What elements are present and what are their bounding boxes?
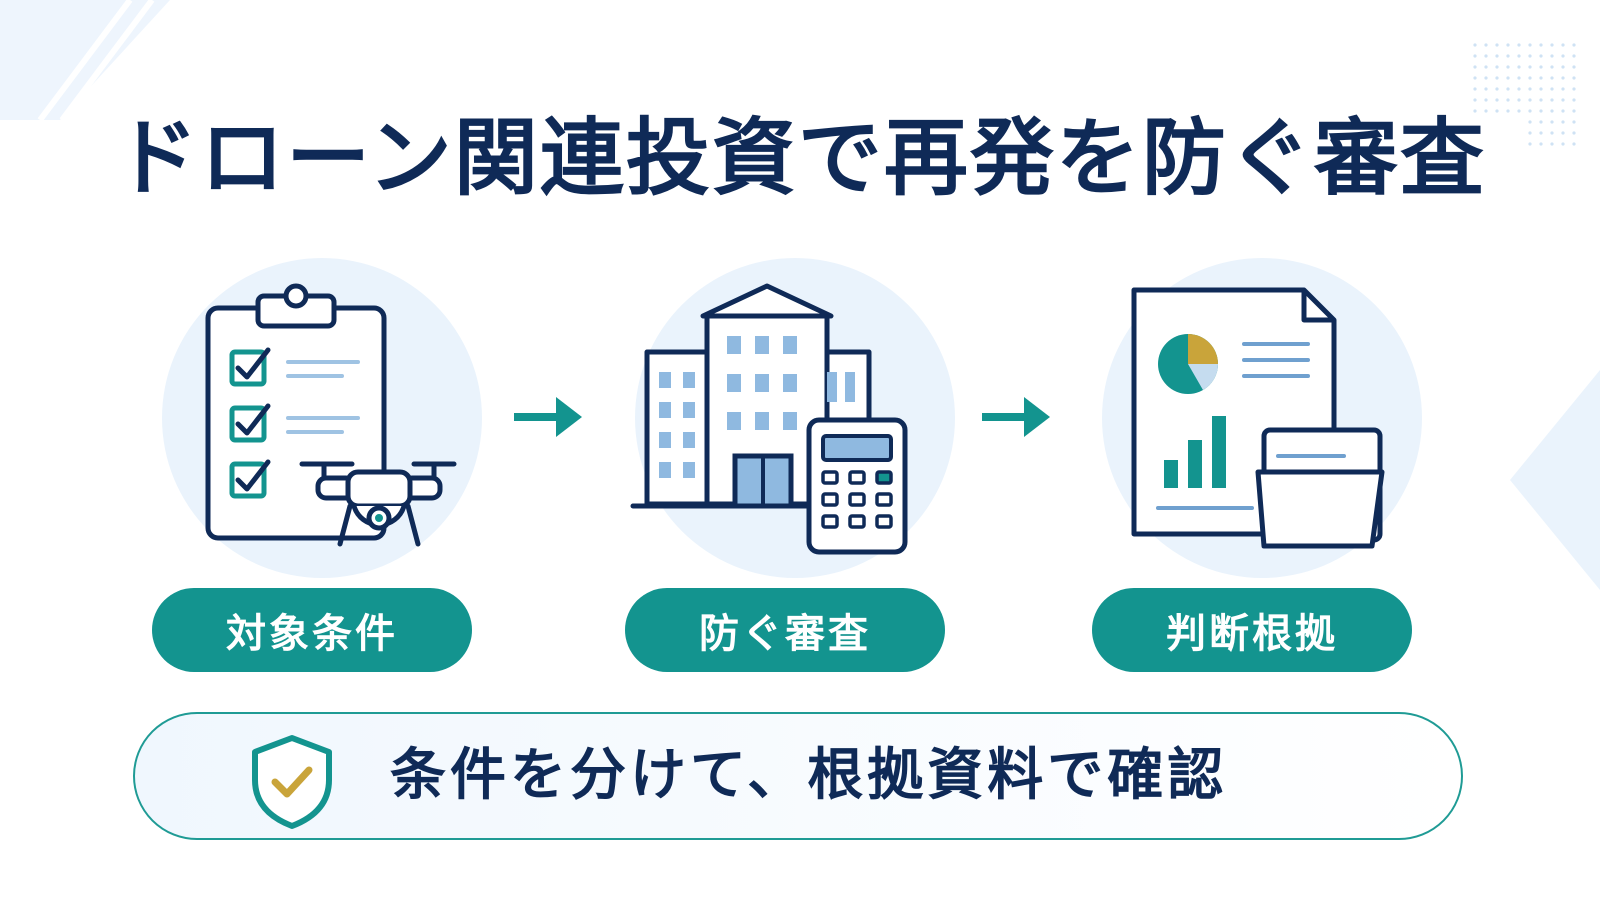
step-prevention-review: 防ぐ審査: [615, 250, 975, 672]
step-label-target-conditions: 対象条件: [152, 588, 472, 672]
arrow-right-icon: [982, 397, 1050, 437]
diamond-decoration: [1510, 370, 1600, 590]
page-title: ドローン関連投資で再発を防ぐ審査: [114, 109, 1486, 207]
corner-stripes-decoration: [0, 0, 180, 120]
dot-grid-decoration: [1473, 43, 1576, 146]
summary-text: 条件を分けて、根拠資料で確認: [390, 743, 1228, 808]
step-decision-basis: 判断根拠: [1082, 250, 1442, 672]
arrow-right-icon: [514, 397, 582, 437]
shield-check-icon: [252, 735, 332, 829]
report-folder-icon: [1131, 287, 1385, 549]
step-label-prevention-review: 防ぐ審査: [625, 588, 945, 672]
summary-banner: 条件を分けて、根拠資料で確認: [133, 712, 1463, 840]
step-target-conditions: 対象条件: [142, 250, 502, 672]
step-label-decision-basis: 判断根拠: [1092, 588, 1412, 672]
clipboard-drone-icon: [205, 283, 457, 547]
building-calculator-icon: [630, 283, 908, 555]
